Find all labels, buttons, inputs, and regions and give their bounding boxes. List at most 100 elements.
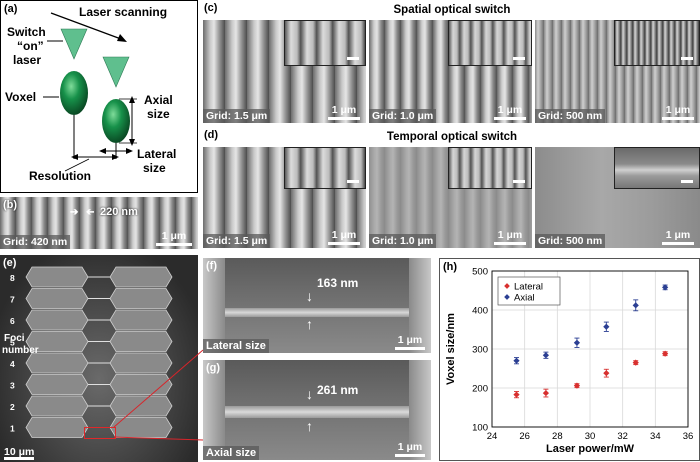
axial-size-label: size bbox=[147, 107, 170, 121]
panel-a-label: (a) bbox=[4, 3, 18, 15]
plot-frame bbox=[491, 270, 689, 428]
lateral-size-label: size bbox=[143, 161, 166, 175]
c-image-1: Grid: 1.5 μm 1 μm bbox=[203, 20, 366, 123]
c-scale-1: 1 μm bbox=[328, 104, 360, 120]
f-beam bbox=[203, 308, 431, 317]
b-scale-text: 1 μm bbox=[161, 230, 187, 242]
c-grid-label-3: Grid: 500 nm bbox=[535, 109, 606, 123]
laser-cone-1 bbox=[60, 28, 88, 60]
panel-b-label: (b) bbox=[3, 199, 18, 211]
foci-number: 1 bbox=[10, 424, 15, 434]
foci-number: 5 bbox=[10, 338, 15, 348]
g-caption: Axial size bbox=[203, 446, 260, 460]
g-arrow-up: ↑ bbox=[306, 418, 313, 434]
on-label: “on” bbox=[17, 39, 44, 53]
panel-f-label: (f) bbox=[206, 260, 217, 272]
data-point-axial bbox=[573, 339, 581, 346]
panel-g-label: (g) bbox=[206, 362, 221, 374]
c-scale-2: 1 μm bbox=[494, 104, 526, 120]
data-point-lateral bbox=[542, 389, 550, 397]
panel-d-label: (d) bbox=[204, 129, 219, 141]
panel-f: (f) ↓ ↑ 163 nm Lateral size 1 μm bbox=[203, 258, 431, 353]
d-inset-1 bbox=[284, 147, 366, 189]
foci-number: 8 bbox=[10, 273, 15, 283]
resolution-label: Resolution bbox=[29, 169, 91, 183]
y-tick-label: 400 bbox=[472, 306, 488, 317]
y-axis-label: Voxel size/nm bbox=[445, 313, 457, 385]
panel-h-label: (h) bbox=[443, 261, 458, 273]
f-scale: 1 μm bbox=[395, 334, 425, 350]
switch-label: Switch bbox=[7, 25, 46, 39]
e-scale-bar: 10 μm bbox=[4, 446, 35, 458]
panel-c-label: (c) bbox=[204, 2, 218, 14]
panel-g: (g) ↓ ↑ 261 nm Axial size 1 μm bbox=[203, 360, 431, 460]
panel-e-label: (e) bbox=[3, 257, 17, 269]
x-tick-label: 34 bbox=[650, 431, 661, 442]
d-scale-3: 1 μm bbox=[662, 229, 694, 245]
voxel-1 bbox=[60, 71, 88, 115]
y-tick-label: 300 bbox=[472, 345, 488, 356]
c-grid-label-1: Grid: 1.5 μm bbox=[203, 109, 271, 123]
x-tick-label: 30 bbox=[585, 431, 596, 442]
legend-entry: Lateral bbox=[514, 282, 543, 293]
d-image-1: Grid: 1.5 μm 1 μm bbox=[203, 147, 366, 248]
d-image-2: Grid: 1.0 μm 1 μm bbox=[369, 147, 532, 248]
data-point-axial bbox=[542, 352, 550, 359]
e-highlight-box bbox=[84, 427, 116, 439]
number-label: number bbox=[2, 345, 39, 356]
axial-label: Axial bbox=[144, 93, 173, 107]
scan-arrow bbox=[50, 12, 122, 40]
data-point-axial bbox=[513, 357, 520, 364]
foci-label: Foci bbox=[4, 333, 25, 344]
b-arrow-left: ➔ bbox=[70, 207, 79, 218]
c-image-2: Grid: 1.0 μm 1 μm bbox=[369, 20, 532, 123]
c-grid-label-2: Grid: 1.0 μm bbox=[369, 109, 437, 123]
foci-number: 6 bbox=[10, 316, 15, 326]
d-grid-label-2: Grid: 1.0 μm bbox=[369, 234, 437, 248]
foci-layer bbox=[25, 309, 173, 331]
voxel-label: Voxel bbox=[5, 90, 37, 104]
foci-layer bbox=[25, 395, 173, 417]
panel-c-title: Spatial optical switch bbox=[393, 4, 511, 16]
d-inset-2 bbox=[448, 147, 532, 189]
voxel-schematic bbox=[43, 12, 137, 172]
g-scale: 1 μm bbox=[395, 441, 425, 457]
d-image-3: Grid: 500 nm 1 μm bbox=[535, 147, 700, 248]
f-arrow-up: ↑ bbox=[306, 316, 313, 332]
c-image-3: Grid: 500 nm 1 μm bbox=[535, 20, 700, 123]
y-tick-label: 500 bbox=[472, 267, 488, 278]
panel-d-title: Temporal optical switch bbox=[386, 131, 518, 143]
laser-scanning-label: Laser scanning bbox=[79, 5, 168, 19]
g-beam bbox=[203, 406, 431, 418]
data-point-lateral bbox=[513, 391, 520, 398]
c-inset-1 bbox=[284, 20, 366, 66]
panel-a: (a) bbox=[0, 0, 198, 193]
voxel-2 bbox=[102, 99, 130, 143]
c-scale-3: 1 μm bbox=[662, 104, 694, 120]
foci-number: 3 bbox=[10, 381, 15, 391]
c-inset-3 bbox=[614, 20, 700, 66]
legend-box bbox=[497, 276, 561, 306]
d-scale-1: 1 μm bbox=[328, 229, 360, 245]
g-measure: 261 nm bbox=[317, 383, 359, 397]
f-measure: 163 nm bbox=[317, 276, 359, 290]
x-tick-label: 24 bbox=[487, 431, 498, 442]
c-inset-2 bbox=[448, 20, 532, 66]
f-caption: Lateral size bbox=[203, 339, 269, 353]
panel-b: (b) ➔ ➔ 220 nm Grid: 420 nm 1 μm bbox=[0, 197, 198, 249]
foci-number: 2 bbox=[10, 402, 15, 412]
x-tick-label: 36 bbox=[683, 431, 694, 442]
foci-layer bbox=[25, 352, 173, 374]
x-tick-label: 28 bbox=[552, 431, 563, 442]
legend-entry: Axial bbox=[514, 293, 535, 304]
x-tick-label: 32 bbox=[617, 431, 628, 442]
y-tick-label: 100 bbox=[472, 423, 488, 434]
data-point-axial bbox=[632, 302, 639, 309]
d-scale-2: 1 μm bbox=[494, 229, 526, 245]
lateral-label: Lateral bbox=[137, 147, 177, 161]
x-tick-label: 26 bbox=[519, 431, 530, 442]
d-inset-3 bbox=[614, 147, 700, 189]
y-tick-label: 200 bbox=[472, 384, 488, 395]
